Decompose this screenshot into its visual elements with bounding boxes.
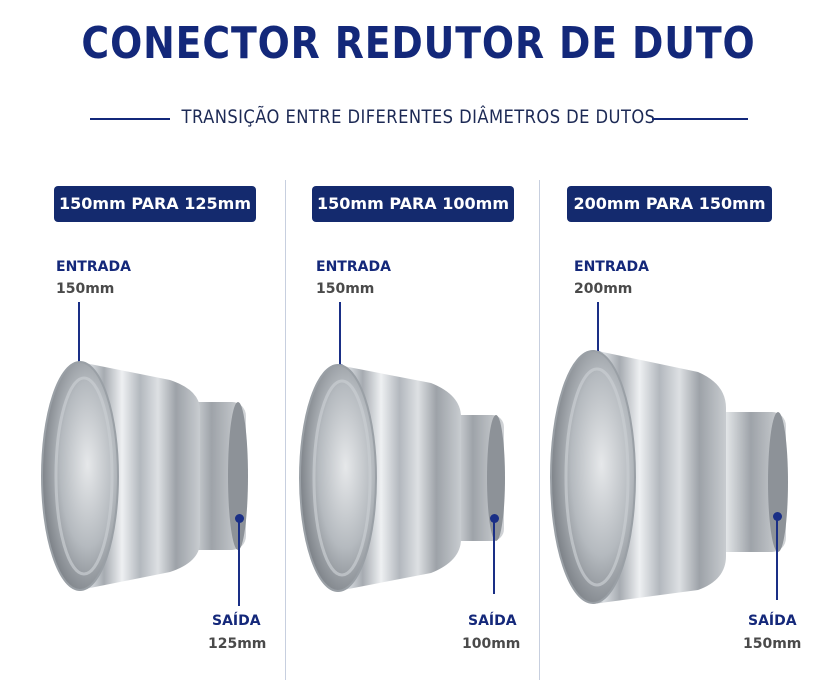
outlet-pointer-line [493, 520, 495, 594]
outlet-size: 100mm [462, 636, 521, 652]
outlet-pointer-dot [234, 514, 244, 523]
column-divider [539, 180, 540, 680]
inlet-size: 150mm [56, 281, 115, 297]
inlet-pointer-line [339, 302, 341, 368]
subtitle-line-right [652, 118, 748, 120]
inlet-label: ENTRADA [574, 259, 649, 275]
size-badge: 200mm PARA 150mm [567, 186, 772, 222]
size-badge: 150mm PARA 125mm [54, 186, 256, 222]
subtitle-row: TRANSIÇÃO ENTRE DIFERENTES DIÂMETROS DE … [0, 106, 837, 132]
outlet-pointer-line [776, 518, 778, 600]
outlet-size: 150mm [743, 636, 802, 652]
column-divider [285, 180, 286, 680]
outlet-pointer-line [238, 520, 240, 606]
inlet-pointer-line [78, 302, 80, 368]
size-badge: 150mm PARA 100mm [312, 186, 514, 222]
outlet-label: SAÍDA [212, 613, 261, 629]
reducer-image [41, 361, 248, 591]
outlet-pointer-dot [772, 512, 782, 521]
page-title: CONECTOR REDUTOR DE DUTO [81, 18, 756, 69]
inlet-label: ENTRADA [316, 259, 391, 275]
outlet-label: SAÍDA [748, 613, 797, 629]
subtitle-line-left [90, 118, 170, 120]
inlet-pointer-line [597, 302, 599, 356]
page-subtitle: TRANSIÇÃO ENTRE DIFERENTES DIÂMETROS DE … [181, 106, 656, 128]
inlet-label: ENTRADA [56, 259, 131, 275]
inlet-size: 200mm [574, 281, 633, 297]
reducer-image [550, 350, 788, 604]
outlet-label: SAÍDA [468, 613, 517, 629]
outlet-pointer-dot [489, 514, 499, 523]
inlet-size: 150mm [316, 281, 375, 297]
outlet-size: 125mm [208, 636, 267, 652]
reducer-image [299, 364, 505, 592]
